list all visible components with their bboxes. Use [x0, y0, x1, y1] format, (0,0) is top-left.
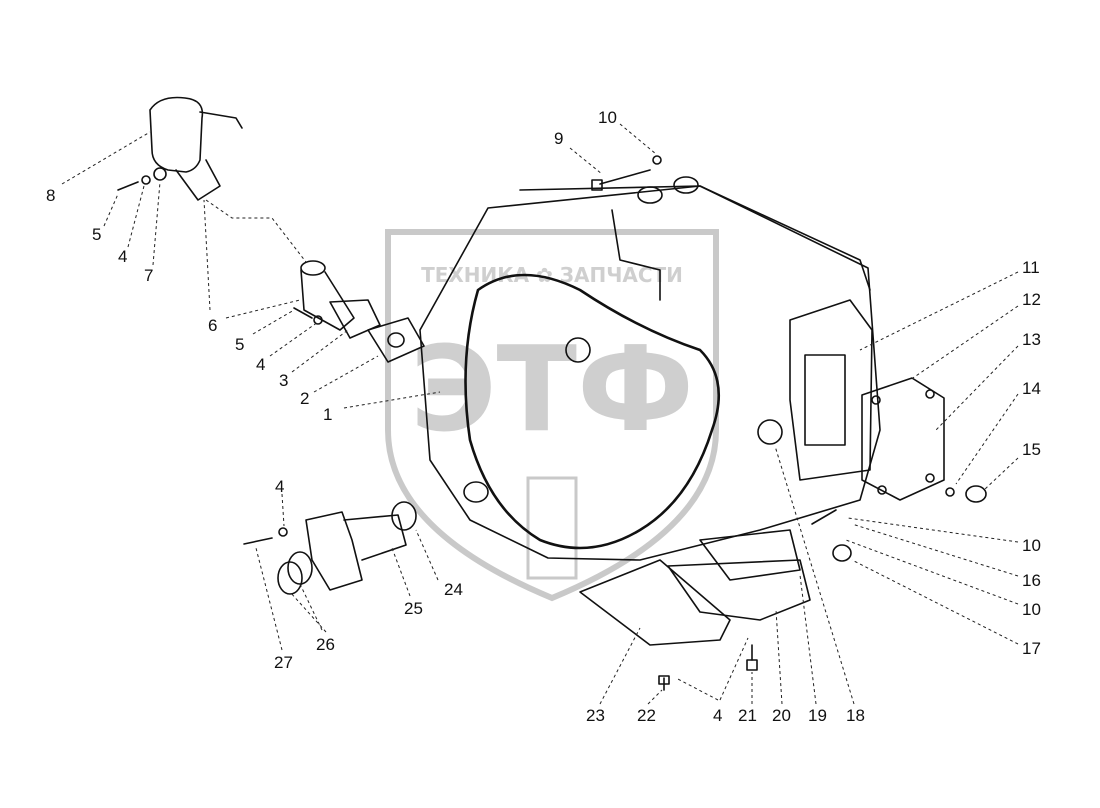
callout-2: 2	[300, 389, 309, 408]
callout-23: 23	[586, 706, 605, 725]
callout-5: 5	[235, 335, 244, 354]
callout-7: 7	[144, 266, 153, 285]
callout-19: 19	[808, 706, 827, 725]
callout-20: 20	[772, 706, 791, 725]
callout-6: 6	[208, 316, 217, 335]
callout-26: 26	[316, 635, 335, 654]
callout-4: 4	[713, 706, 722, 725]
callout-25: 25	[404, 599, 423, 618]
callout-4: 4	[275, 477, 284, 496]
callout-9: 9	[554, 129, 563, 148]
watermark-monogram: ЭТФ	[410, 320, 694, 458]
gearbox-housing	[419, 176, 881, 561]
callout-24: 24	[444, 580, 463, 599]
callout-12: 12	[1022, 290, 1041, 309]
callout-15: 15	[1022, 440, 1041, 459]
callout-11: 11	[1022, 258, 1040, 277]
callout-4: 4	[118, 247, 127, 266]
callout-18: 18	[846, 706, 865, 725]
callout-5: 5	[92, 225, 101, 244]
callout-10: 10	[1022, 600, 1041, 619]
callout-14: 14	[1022, 379, 1041, 398]
callout-17: 17	[1022, 639, 1041, 658]
callout-21: 21	[738, 706, 757, 725]
callout-1: 1	[323, 405, 332, 424]
bottom-covers	[579, 529, 811, 646]
callout-13: 13	[1022, 330, 1041, 349]
callout-16: 16	[1022, 571, 1041, 590]
callout-3: 3	[279, 371, 288, 390]
leader-lines	[61, 123, 1019, 705]
filler-pipe	[300, 260, 425, 363]
callout-4: 4	[256, 355, 265, 374]
callout-labels: 8 5 4 7 6 5 4 3 2 1 9 10 11 12 13 14 15 …	[46, 108, 1041, 725]
callout-27: 27	[274, 653, 293, 672]
watermark-logo: ТЕХНИКА ✿ ЗАПЧАСТИ ЭТФ	[385, 229, 719, 602]
callout-8: 8	[46, 186, 55, 205]
filler-breather	[149, 96, 243, 201]
side-cover	[861, 377, 945, 501]
callout-10: 10	[598, 108, 617, 127]
callout-10: 10	[1022, 536, 1041, 555]
callout-22: 22	[637, 706, 656, 725]
fasteners	[117, 155, 987, 691]
bearing-sleeve	[277, 501, 417, 595]
watermark-text: ТЕХНИКА ✿ ЗАПЧАСТИ	[421, 263, 683, 287]
